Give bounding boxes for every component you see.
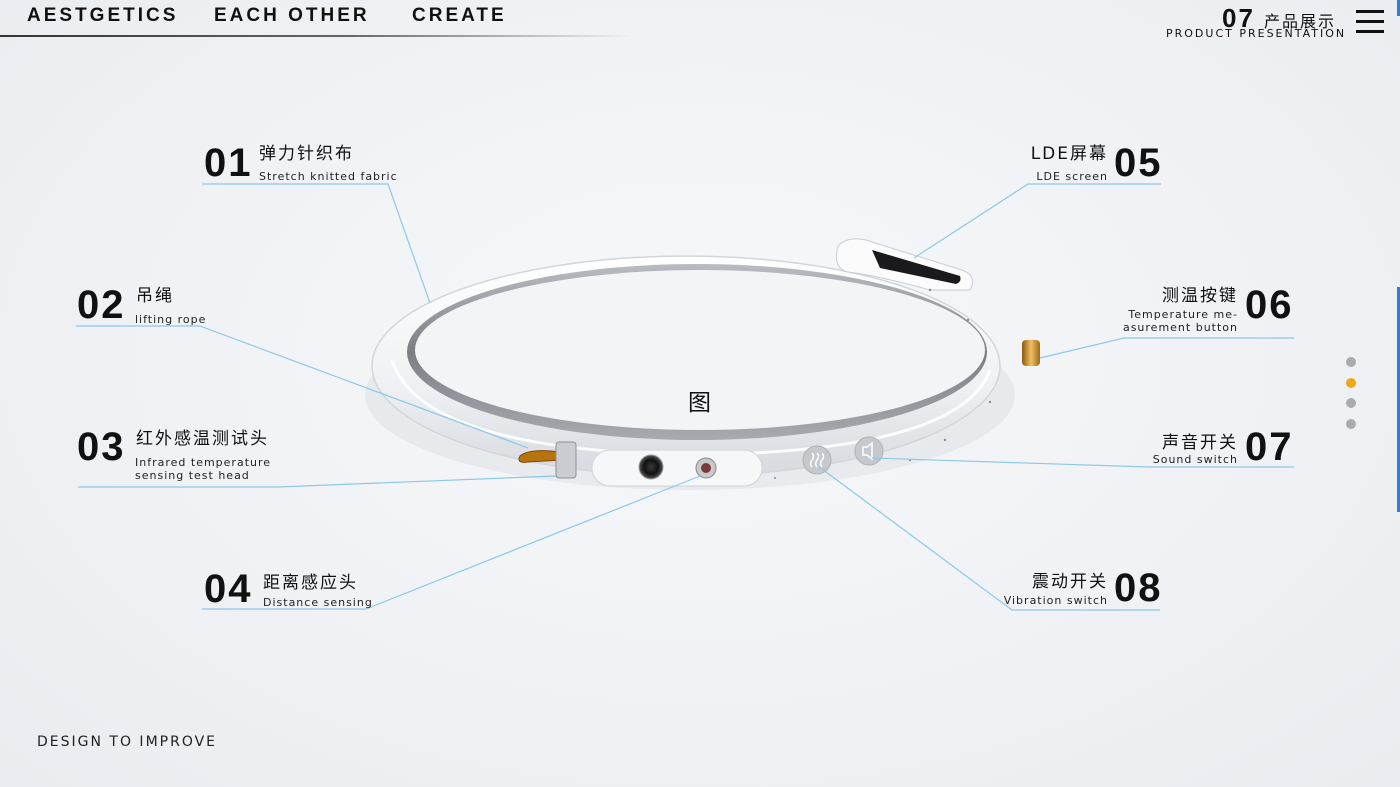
shell-speckles [774,288,992,479]
callout-label-en-03: Infrared temperature sensing test head [135,456,272,482]
hamburger-icon-bar [1356,20,1384,23]
callout-number-06: 06 [1245,283,1294,327]
callout-label-cn-04: 距离感应头 [263,573,358,593]
pagination-dot-4[interactable] [1346,419,1356,429]
callout-label-en-05: LDE screen [1036,170,1108,183]
page-title-cn: 产品展示 [1264,12,1337,31]
footer-tagline: DESIGN TO IMPROVE [37,734,218,750]
leader-line-01 [202,183,431,304]
leader-line-05 [913,183,1161,259]
ring-opening [415,270,985,430]
callout-label-cn-07: 声音开关 [1162,433,1238,453]
leader-line-04 [202,475,701,610]
menu-button[interactable] [1356,9,1384,35]
callout-label-en-04: Distance sensing [263,596,373,609]
nav-item-create[interactable]: CREATE [412,5,507,26]
callout-number-04: 04 [204,567,253,611]
edge-accent-top [1397,0,1400,16]
temperature-button [1022,340,1040,366]
callout-label-cn-08: 震动开关 [1032,572,1108,592]
image-placeholder-glyph: 图 [688,390,711,416]
leader-line-03 [78,475,557,488]
leader-line-02 [76,325,529,449]
scroll-indicator[interactable] [1397,287,1400,512]
speaker-icon [862,441,873,461]
hamburger-icon [1356,10,1384,13]
callout-label-cn-06: 测温按键 [1162,286,1238,306]
lifting-rope [518,450,563,463]
callout-label-en-02: lifting rope [135,313,207,326]
callout-label-en-06: Temperature me- asurement button [1122,308,1238,334]
callout-label-cn-01: 弹力针织布 [259,144,354,164]
callout-label-cn-02: 吊绳 [136,286,174,306]
leader-line-06 [1039,337,1294,359]
top-divider [0,35,632,37]
pagination-dot-1[interactable] [1346,357,1356,367]
page-title-en: PRODUCT PRESENTATION [1166,27,1347,40]
vibration-icon [809,452,825,468]
page-number: 07 [1222,3,1255,33]
end-cap [555,441,577,479]
callout-label-en-01: Stretch knitted fabric [259,170,398,183]
nav-item-each-other[interactable]: EACH OTHER [214,5,370,26]
callout-label-cn-03: 红外感温测试头 [136,429,269,449]
callout-number-03: 03 [77,425,126,469]
leader-line-07 [871,457,1294,468]
callout-number-05: 05 [1114,141,1163,185]
pagination-dot-2-active[interactable] [1346,378,1356,388]
sound-button [854,436,884,466]
infrared-sensor [638,454,664,480]
callout-number-01: 01 [204,141,253,185]
callout-number-07: 07 [1245,425,1294,469]
distance-sensor-core [701,463,711,473]
callout-number-08: 08 [1114,566,1163,610]
sensor-panel [591,449,763,487]
hamburger-icon-bar [1356,30,1384,33]
callout-label-cn-05: LDE屏幕 [1030,144,1108,164]
pagination-dot-3[interactable] [1346,398,1356,408]
callout-number-02: 02 [77,283,126,327]
leader-lines [76,183,1294,611]
leader-line-08 [817,465,1160,611]
callout-label-en-07: Sound switch [1152,453,1238,466]
led-screen [872,250,961,284]
callout-label-en-08: Vibration switch [1003,594,1108,607]
nav-item-aestgetics[interactable]: AESTGETICS [27,5,179,26]
